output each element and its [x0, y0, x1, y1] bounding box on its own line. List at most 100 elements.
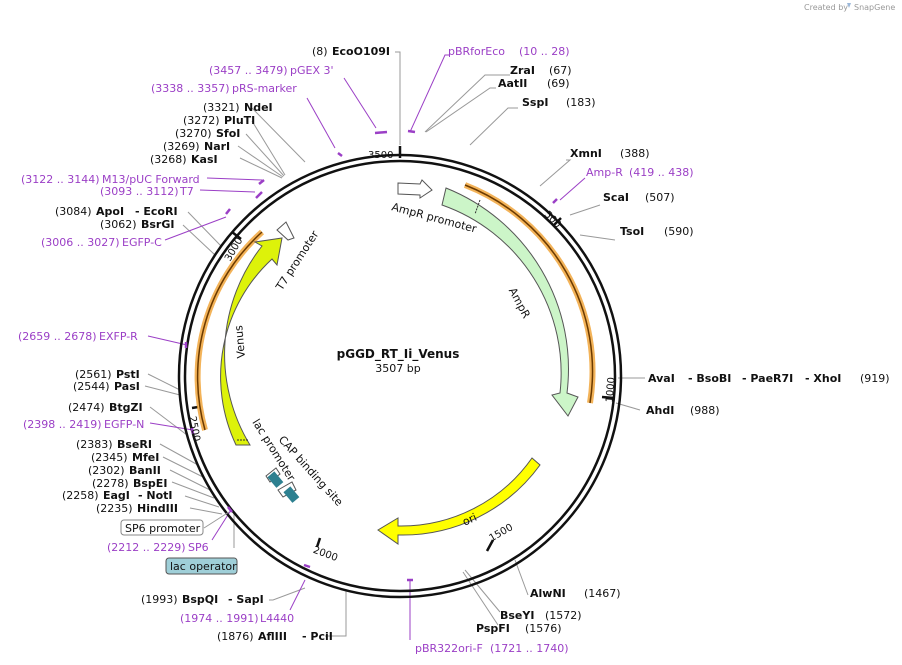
primer-egfpn-name: EGFP-N — [104, 418, 144, 431]
primer-exfpr-name: EXFP-R — [99, 330, 138, 343]
site-ndei-pos: (3321) — [203, 101, 240, 114]
site-ecoo109i-pos: (8) — [312, 45, 328, 58]
site-nari-name: NarI — [204, 140, 230, 153]
ampr-promoter-arrow — [397, 179, 433, 199]
site-afliii-name: AflIII — [258, 630, 287, 643]
primer-sp6-name: SP6 — [188, 541, 209, 554]
site-nari-pos: (3269) — [163, 140, 200, 153]
site-ahdi-name: AhdI — [646, 404, 674, 417]
site-ecoo109i-name: EcoO109I — [332, 45, 390, 58]
primer-exfpr-range: (2659 .. 2678) — [18, 330, 97, 343]
lac-operator-box — [165, 557, 238, 575]
primer-l4440-range: (1974 .. 1991) — [180, 612, 259, 625]
venus-label: Venus — [232, 324, 248, 358]
site-bspqi-pos: (1993) — [141, 593, 178, 606]
primer-pbrforeco-name: pBRforEco — [448, 45, 505, 58]
credit-prefix: Created by — [804, 3, 848, 12]
primer-ampr-name: Amp-R — [586, 166, 623, 179]
site-xmni-pos: (388) — [620, 147, 650, 160]
site-sfoi-pos: (3270) — [175, 127, 212, 140]
ampr-arrow — [441, 187, 579, 417]
site-kasi-pos: (3268) — [150, 153, 187, 166]
site-ndei-name: NdeI — [244, 101, 273, 114]
site-ecori-name: - EcoRI — [135, 205, 178, 218]
site-apoi-pos: (3084) — [55, 205, 92, 218]
primer-m13-name: M13/pUC Forward — [102, 173, 200, 186]
primer-prsmarker-name: pRS-marker — [232, 82, 297, 95]
primer-t7-name: T7 — [179, 185, 194, 198]
site-bseri-pos: (2383) — [76, 438, 113, 451]
primer-pgex-name: pGEX 3' — [290, 64, 334, 77]
site-alwni-pos: (1467) — [584, 587, 621, 600]
primer-egfpc-name: EGFP-C — [122, 236, 162, 249]
ori-arrow — [377, 457, 541, 545]
site-hindiii-name: HindIII — [137, 502, 178, 515]
site-avai-name: AvaI — [648, 372, 675, 385]
primer-prsmarker-range: (3338 .. 3357) — [151, 82, 230, 95]
lac-operator-label: lac operator — [170, 560, 237, 573]
site-pluti-name: PluTI — [224, 114, 255, 127]
site-banii-name: BanII — [129, 464, 161, 477]
site-leader-lines — [144, 51, 645, 637]
site-aatii-name: AatII — [498, 77, 527, 90]
primer-m13-range: (3122 .. 3144) — [21, 173, 100, 186]
venus-highlight-edge — [196, 231, 263, 431]
site-pspfi-pos: (1576) — [525, 622, 562, 635]
site-alwni-name: AlwNI — [530, 587, 566, 600]
site-pspfi-name: PspFI — [476, 622, 510, 635]
t7-promoter-arrow — [276, 221, 295, 241]
primer-pbrforeco-range: (10 .. 28) — [519, 45, 570, 58]
site-paer7i-name: - PaeR7I — [742, 372, 793, 385]
site-zrai-pos: (67) — [549, 64, 572, 77]
ori-label: ori — [460, 511, 478, 529]
primer-pbr322ori-name: pBR322ori-F — [415, 642, 483, 655]
sp6-promoter-leader — [203, 511, 230, 529]
lac-operator-box-1 — [267, 471, 284, 488]
primer-pbr322ori-range: (1721 .. 1740) — [490, 642, 569, 655]
site-noti-name: - NotI — [138, 489, 173, 502]
ampr-highlight-edge — [464, 184, 594, 404]
primer-pgex-range: (3457 .. 3479) — [209, 64, 288, 77]
site-btgzi-name: BtgZI — [109, 401, 143, 414]
site-tsoi-name: TsoI — [620, 225, 644, 238]
tick-label-3500: 3500 — [368, 150, 393, 161]
site-bsrgi-name: BsrGI — [141, 218, 174, 231]
site-bsrgi-pos: (3062) — [100, 218, 137, 231]
site-eagi-pos: (2258) — [62, 489, 99, 502]
site-apoi-name: ApoI — [96, 205, 124, 218]
credit-app: SnapGene — [854, 3, 895, 12]
site-bseri-name: BseRI — [117, 438, 152, 451]
tick-marks — [191, 146, 615, 552]
lac-operator-box-2 — [283, 486, 300, 503]
primer-ampr-range: (419 .. 438) — [629, 166, 694, 179]
site-zrai-name: ZraI — [510, 64, 535, 77]
primer-egfpn-range: (2398 .. 2419) — [23, 418, 102, 431]
site-bspei-name: BspEI — [133, 477, 167, 490]
site-avai-pos: (919) — [860, 372, 890, 385]
primer-sp6-range: (2212 .. 2229) — [107, 541, 186, 554]
site-xhoi-name: - XhoI — [805, 372, 841, 385]
site-sfoi-name: SfoI — [216, 127, 240, 140]
site-tsoi-pos: (590) — [664, 225, 694, 238]
site-pasi-name: PasI — [114, 380, 140, 393]
site-sspi-name: SspI — [522, 96, 548, 109]
site-bspei-pos: (2278) — [92, 477, 129, 490]
primer-t7-range: (3093 .. 3112) — [100, 185, 179, 198]
backbone-inner-ring — [183, 159, 617, 593]
site-eagi-name: EagI — [103, 489, 130, 502]
site-xmni-name: XmnI — [570, 147, 602, 160]
site-sapi-name: - SapI — [228, 593, 264, 606]
tick-label-500: 500 — [542, 209, 563, 230]
sp6-promoter-box — [120, 519, 204, 536]
site-pluti-pos: (3272) — [183, 114, 220, 127]
site-banii-pos: (2302) — [88, 464, 125, 477]
snapgene-logo-icon — [847, 3, 851, 8]
site-kasi-name: KasI — [191, 153, 218, 166]
site-psti-pos: (2561) — [75, 368, 112, 381]
tick-label-1500: 1500 — [488, 522, 516, 544]
site-pcii-name: - PciI — [302, 630, 333, 643]
tick-label-2000: 2000 — [311, 545, 339, 564]
ampr-label: AmpR — [506, 285, 533, 320]
